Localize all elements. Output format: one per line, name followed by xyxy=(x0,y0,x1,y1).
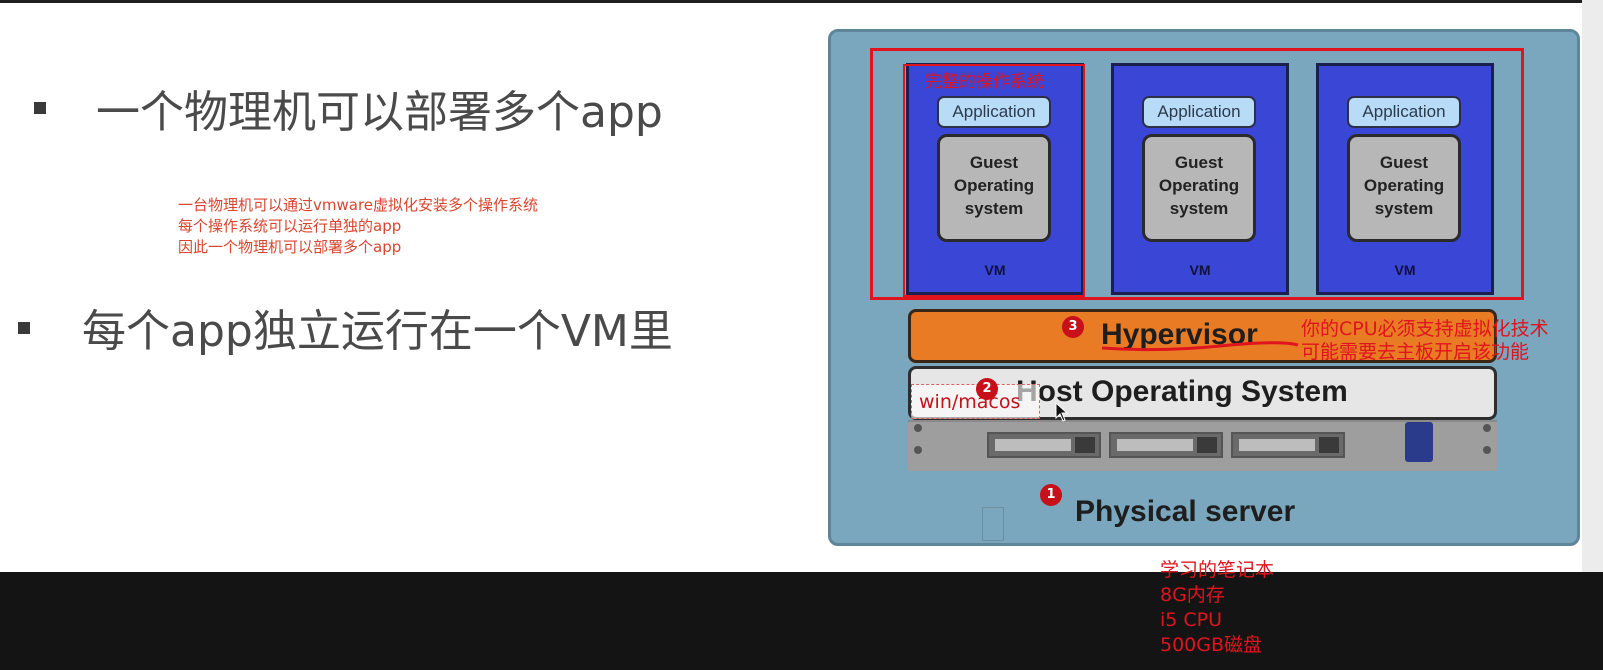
guest-os-box: Guest Operating system xyxy=(937,134,1051,242)
scrollbar-track[interactable] xyxy=(1582,0,1603,572)
win-macos-label: win/macos xyxy=(919,391,1021,413)
power-unit xyxy=(1405,422,1433,462)
cpu-note-line-2: 可能需要去主板开启该功能 xyxy=(1301,341,1530,363)
screw xyxy=(1483,446,1491,454)
drive-bay xyxy=(1231,432,1345,458)
vm-label: VM xyxy=(1394,262,1416,278)
vm-box-1: Application Guest Operating system VM xyxy=(906,63,1084,295)
guest-os-line: system xyxy=(1169,199,1229,218)
drive-bay xyxy=(987,432,1101,458)
notebook-line: 8G内存 xyxy=(1160,584,1225,606)
physical-server-label: Physical server xyxy=(1075,495,1296,528)
note-line-3: 因此一个物理机可以部署多个app xyxy=(178,238,402,256)
host-os-label: Host Operating System xyxy=(1016,375,1348,408)
guest-os-line: Operating xyxy=(953,176,1035,195)
marker-3: 3 xyxy=(1062,316,1084,338)
application-box: Application xyxy=(1347,96,1461,128)
guest-os-line: Operating xyxy=(1158,176,1240,195)
vm1-outline xyxy=(903,64,1085,297)
guest-os-line: Guest xyxy=(1379,153,1429,172)
server-rack xyxy=(908,420,1497,471)
guest-os-line: Guest xyxy=(1174,153,1224,172)
guest-os-line: Guest xyxy=(969,153,1019,172)
marker-2: 2 xyxy=(976,378,998,400)
full-os-annotation: 完整的操作系统 xyxy=(925,72,1044,92)
screw xyxy=(914,424,922,432)
notebook-line: 学习的笔记本 xyxy=(1160,559,1275,581)
drive-bay xyxy=(1109,432,1223,458)
guest-os-line: system xyxy=(964,199,1024,218)
vm-box-2: Application Guest Operating system VM xyxy=(1111,63,1289,295)
vm-label: VM xyxy=(984,262,1006,278)
application-box: Application xyxy=(937,96,1051,128)
note-line-2: 每个操作系统可以运行单独的app xyxy=(178,217,402,235)
hypervisor-underline xyxy=(1101,341,1299,352)
bullet-2: 每个app独立运行在一个VM里 xyxy=(82,306,673,357)
bullet-marker xyxy=(18,322,30,334)
vm-box-3: Application Guest Operating system VM xyxy=(1316,63,1494,295)
note-line-1: 一台物理机可以通过vmware虚拟化安装多个操作系统 xyxy=(178,196,539,214)
cpu-note-line-1: 你的CPU必须支持虚拟化技术 xyxy=(1301,318,1549,340)
guest-os-line: Operating xyxy=(1363,176,1445,195)
win-macos-box: win/macos xyxy=(911,384,1040,419)
vm-group-outline xyxy=(870,48,1524,300)
bullet-1: 一个物理机可以部署多个app xyxy=(96,87,663,138)
hypervisor-box: Hypervisor xyxy=(908,309,1497,363)
notebook-line: i5 CPU xyxy=(1160,609,1223,631)
guest-os-box: Guest Operating system xyxy=(1142,134,1256,242)
mouse-cursor-icon xyxy=(1055,402,1069,422)
slide: 一个物理机可以部署多个app 一台物理机可以通过vmware虚拟化安装多个操作系… xyxy=(0,0,1582,572)
top-border xyxy=(0,0,1582,3)
port-outline xyxy=(982,507,1004,541)
notebook-spec: 学习的笔记本 8G内存 i5 CPU 500GB磁盘 xyxy=(1160,558,1274,658)
vm-label: VM xyxy=(1189,262,1211,278)
screw xyxy=(914,446,922,454)
notebook-line: 500GB磁盘 xyxy=(1160,634,1263,656)
marker-1: 1 xyxy=(1040,484,1062,506)
guest-os-box: Guest Operating system xyxy=(1347,134,1461,242)
application-box: Application xyxy=(1142,96,1256,128)
bullet-marker xyxy=(34,102,46,114)
screw xyxy=(1483,424,1491,432)
guest-os-line: system xyxy=(1374,199,1434,218)
